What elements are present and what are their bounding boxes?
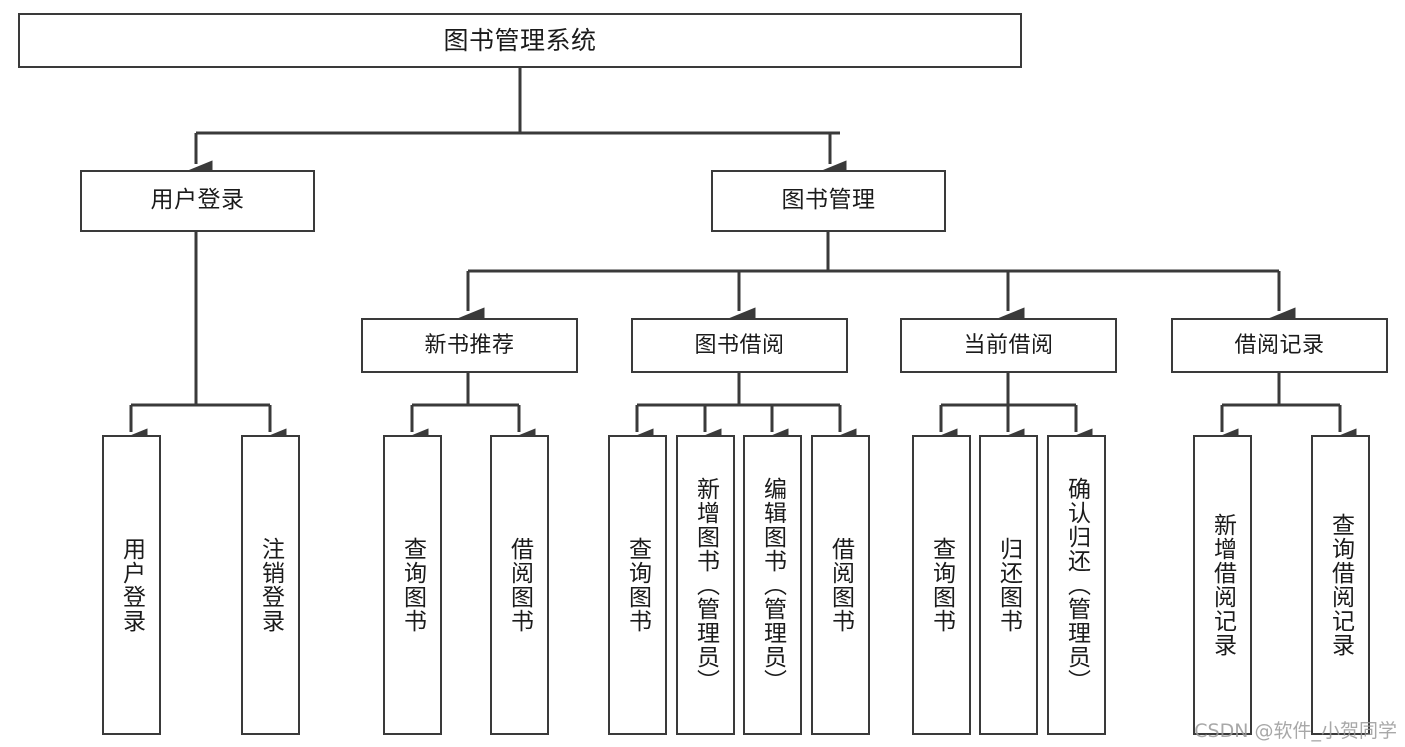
csdn-watermark: CSDN @软件_小贺同学 [1194,720,1397,742]
node-root-system[interactable]: 图书管理系统 [18,13,1022,68]
node-label: 新增借阅记录 [1209,513,1236,657]
node-label: 图书借阅 [694,332,785,358]
node-label: 确认归还（管理员） [1063,477,1090,693]
leaf-inner: 查询图书 [914,437,969,733]
leaf-inner: 查询图书 [610,437,665,733]
node-book-management[interactable]: 图书管理 [711,170,946,232]
leaf-borrow-borrow-book[interactable]: 借阅图书 [811,435,870,735]
leaf-current-query-book[interactable]: 查询图书 [912,435,971,735]
leaf-new-book-borrow[interactable]: 借阅图书 [490,435,549,735]
node-label: 借阅记录 [1234,332,1325,358]
node-current-borrow[interactable]: 当前借阅 [900,318,1117,373]
node-label: 用户登录 [118,537,145,633]
leaf-inner: 用户登录 [104,437,159,733]
leaf-new-book-query[interactable]: 查询图书 [383,435,442,735]
node-user-login[interactable]: 用户登录 [80,170,315,232]
node-label: 编辑图书（管理员） [759,477,786,693]
node-label: 新书推荐 [424,332,515,358]
leaf-inner: 新增图书（管理员） [678,437,733,733]
node-label: 注销登录 [257,537,284,633]
leaf-inner: 借阅图书 [492,437,547,733]
node-label: 图书管理 [781,187,876,214]
leaf-current-return-book[interactable]: 归还图书 [979,435,1038,735]
leaf-records-query-record[interactable]: 查询借阅记录 [1311,435,1370,735]
leaf-user-login-logout[interactable]: 注销登录 [241,435,300,735]
leaf-borrow-query-book[interactable]: 查询图书 [608,435,667,735]
node-book-borrow[interactable]: 图书借阅 [631,318,848,373]
node-label: 查询图书 [399,537,426,633]
node-borrow-records[interactable]: 借阅记录 [1171,318,1388,373]
node-label: 图书管理系统 [443,25,597,55]
node-new-book-recommend[interactable]: 新书推荐 [361,318,578,373]
node-label: 新增图书（管理员） [692,477,719,693]
node-label: 用户登录 [150,187,245,214]
leaf-inner: 归还图书 [981,437,1036,733]
leaf-current-confirm-return-admin[interactable]: 确认归还（管理员） [1047,435,1106,735]
node-label: 查询借阅记录 [1327,513,1354,657]
node-label: 借阅图书 [506,537,533,633]
leaf-borrow-edit-book-admin[interactable]: 编辑图书（管理员） [743,435,802,735]
leaf-borrow-add-book-admin[interactable]: 新增图书（管理员） [676,435,735,735]
leaf-inner: 确认归还（管理员） [1049,437,1104,733]
leaf-records-add-record[interactable]: 新增借阅记录 [1193,435,1252,735]
node-label: 归还图书 [995,537,1022,633]
leaf-inner: 查询图书 [385,437,440,733]
leaf-user-login-login[interactable]: 用户登录 [102,435,161,735]
leaf-inner: 借阅图书 [813,437,868,733]
leaf-inner: 查询借阅记录 [1313,437,1368,733]
leaf-inner: 注销登录 [243,437,298,733]
node-label: 查询图书 [624,537,651,633]
node-label: 查询图书 [928,537,955,633]
node-label: 借阅图书 [827,537,854,633]
leaf-inner: 编辑图书（管理员） [745,437,800,733]
node-label: 当前借阅 [963,332,1054,358]
leaf-inner: 新增借阅记录 [1195,437,1250,733]
